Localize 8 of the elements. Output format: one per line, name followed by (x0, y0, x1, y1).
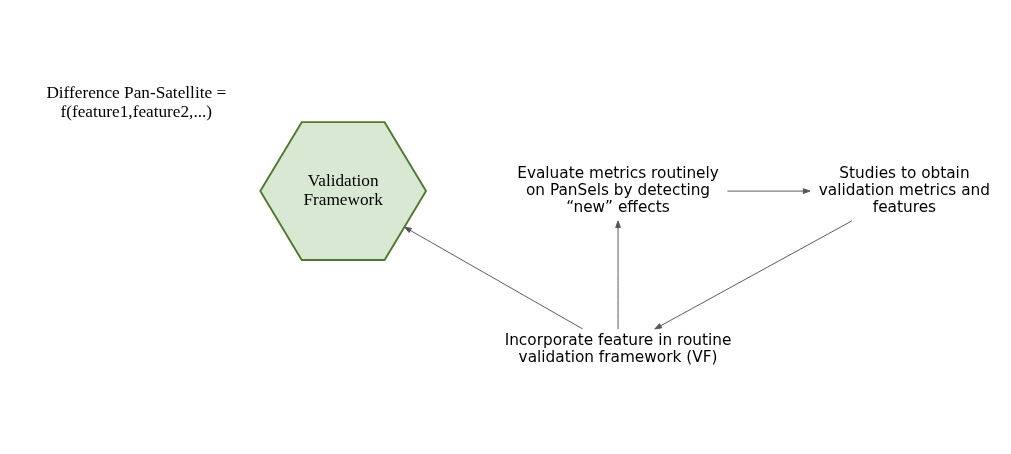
arrow (654, 219, 853, 329)
node-text: Incorporate feature in routine validation framework (VF) (504, 330, 732, 366)
node-label: Difference Pan-Satellite = f(feature1,feature2,...) (46, 82, 227, 121)
arrow (615, 219, 621, 329)
arrow (726, 187, 811, 194)
node-text: Studies to obtain validation metrics and features (818, 163, 991, 216)
arrow (404, 226, 583, 329)
node-text: Evaluate metrics routinely on PanSels by detecting “new” effects (517, 163, 719, 216)
